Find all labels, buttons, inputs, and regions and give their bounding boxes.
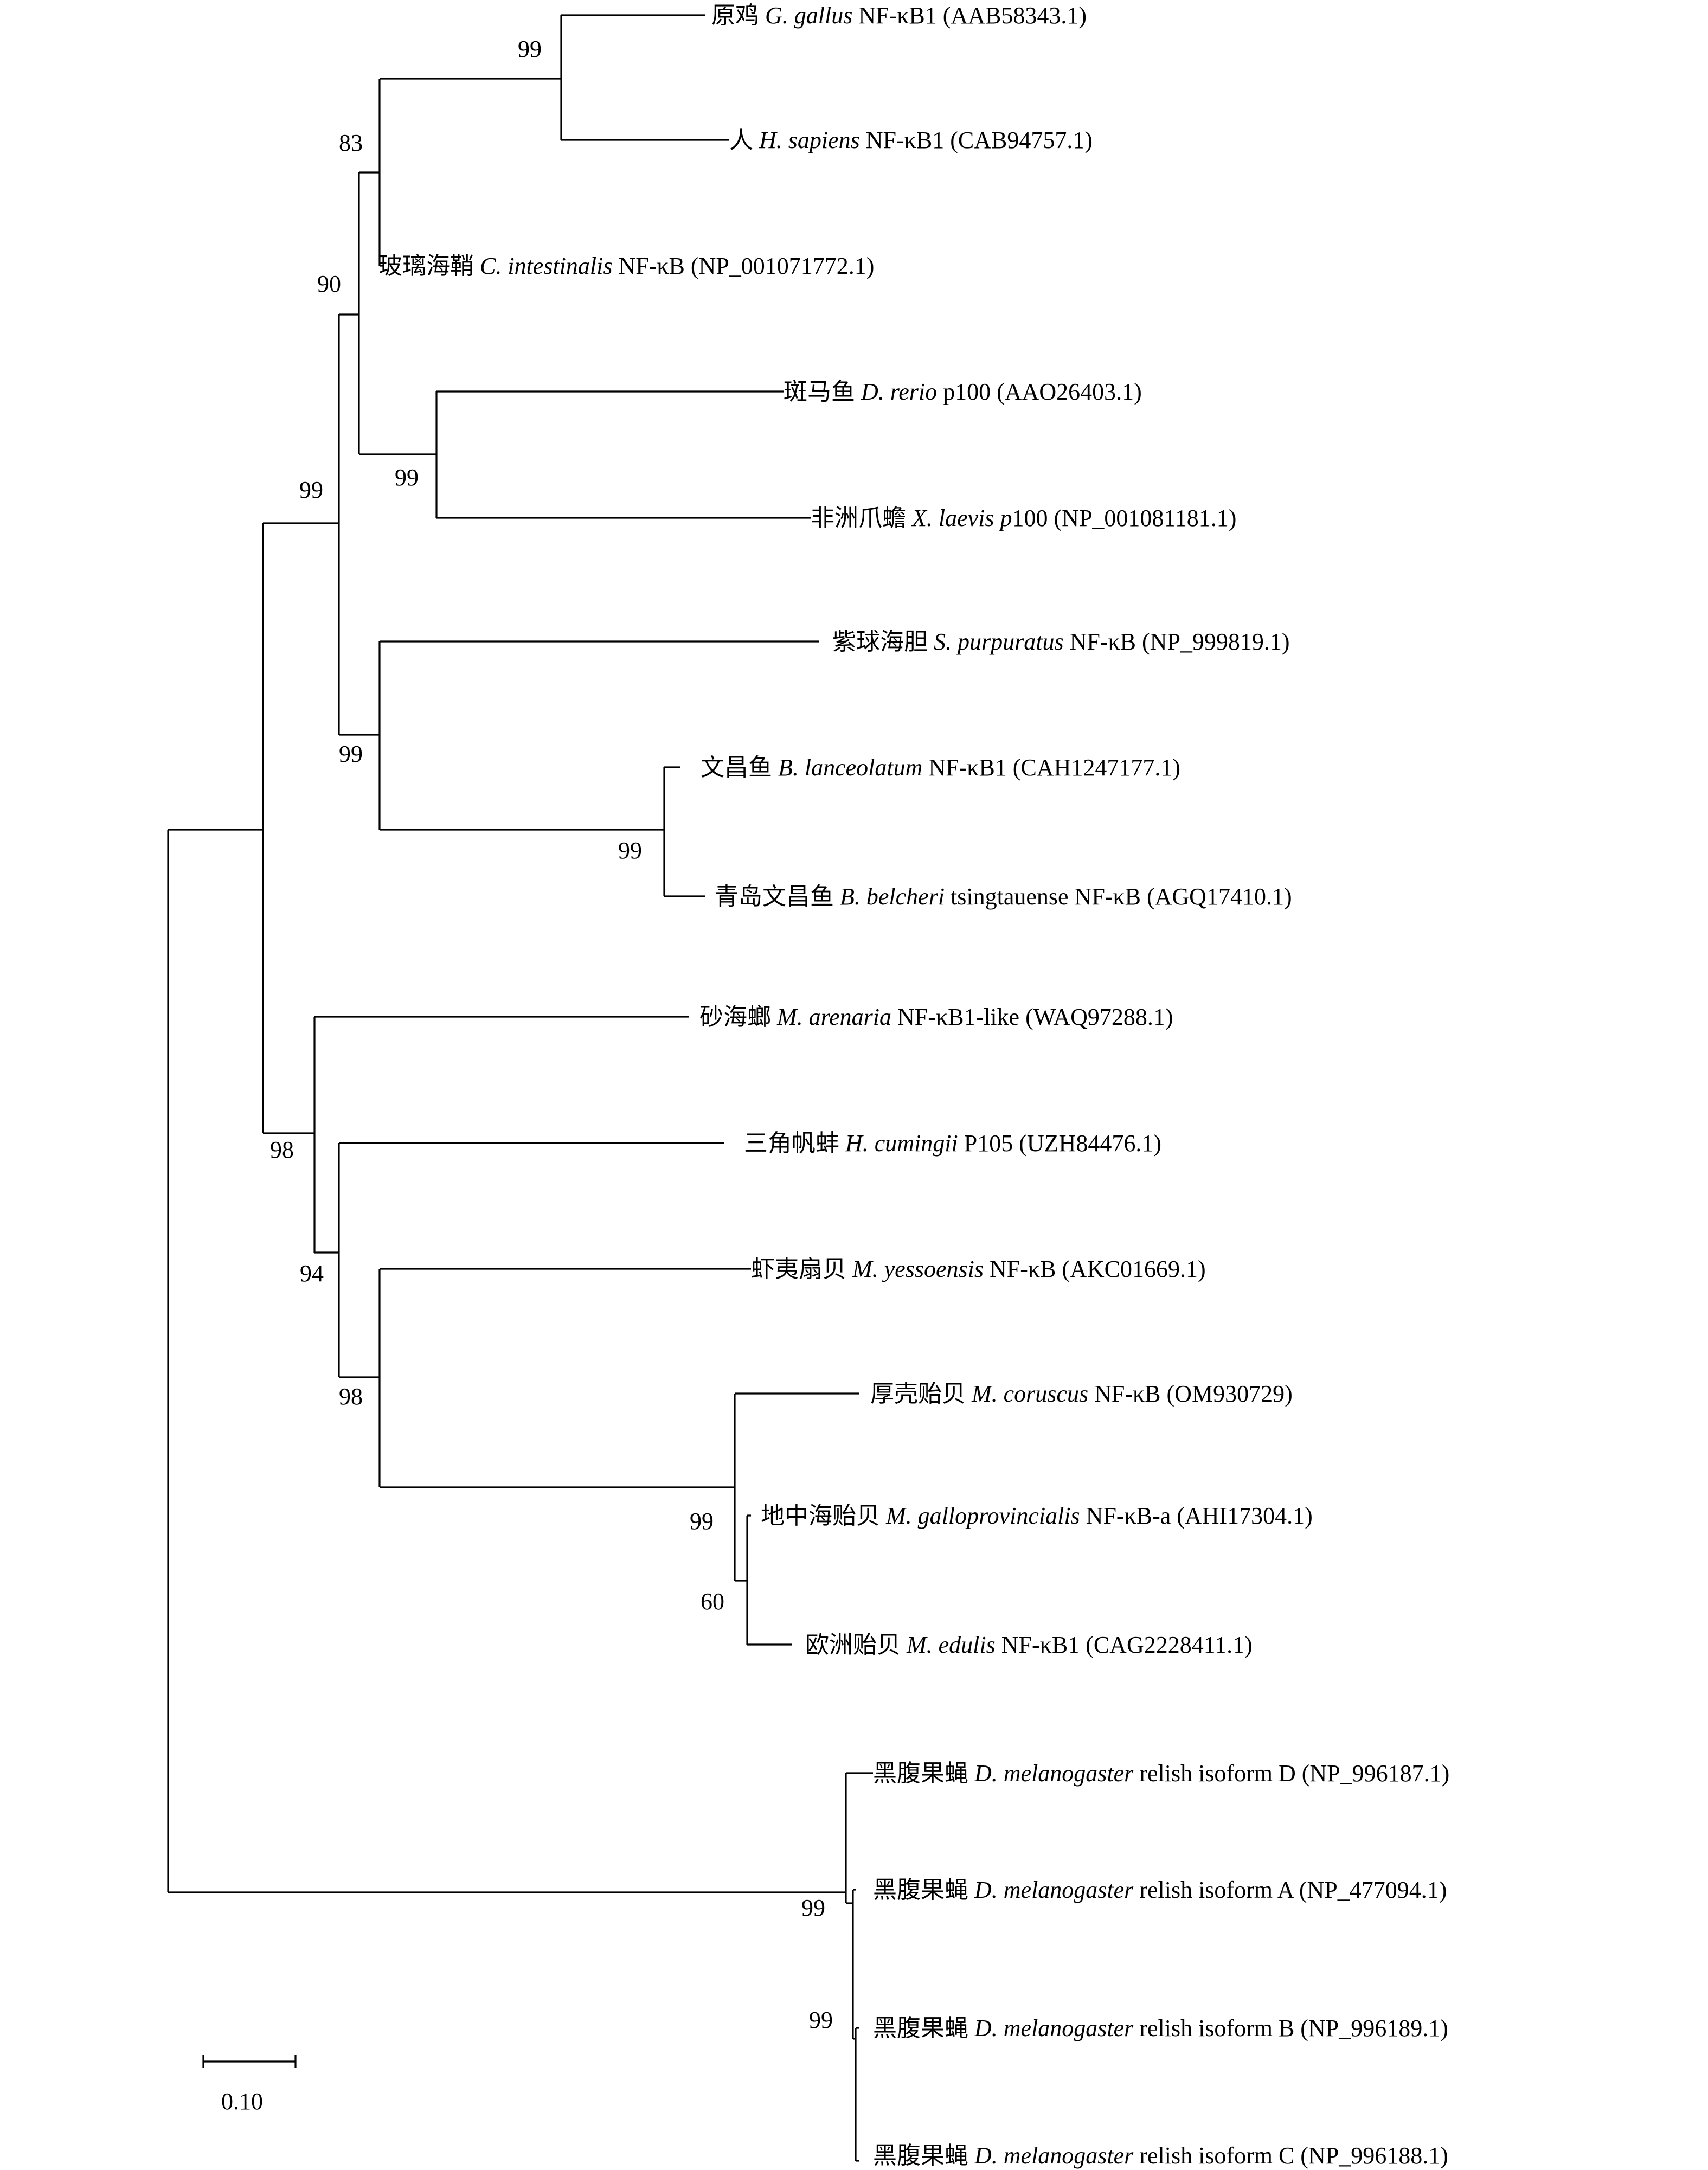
bootstrap-value: 98 — [270, 1137, 294, 1163]
taxon-label: 非洲爪蟾 X. laevis p100 (NP_001081181.1) — [811, 505, 1236, 531]
bootstrap-value: 99 — [339, 741, 363, 767]
taxon-label: 地中海贻贝 M. galloprovincialis NF-κB-a (AHI1… — [761, 1503, 1313, 1529]
bootstrap-value: 90 — [317, 271, 341, 297]
bootstrap-value: 83 — [339, 130, 363, 156]
taxon-label: 紫球海胆 S. purpuratus NF-κB (NP_999819.1) — [832, 628, 1290, 655]
taxon-label: 砂海螂 M. arenaria NF-κB1-like (WAQ97288.1) — [699, 1004, 1173, 1030]
scale-bar-label: 0.10 — [221, 2088, 263, 2115]
bootstrap-value: 94 — [300, 1260, 324, 1287]
taxon-label: 玻璃海鞘 C. intestinalis NF-κB (NP_001071772… — [378, 253, 874, 279]
taxon-label: 原鸡 G. gallus NF-κB1 (AAB58343.1) — [711, 2, 1087, 29]
taxon-label: 欧洲贻贝 M. edulis NF-κB1 (CAG2228411.1) — [805, 1632, 1253, 1658]
taxon-label: 文昌鱼 B. lanceolatum NF-κB1 (CAH1247177.1) — [701, 754, 1180, 781]
taxon-label: 人 H. sapiens NF-κB1 (CAB94757.1) — [729, 127, 1093, 153]
taxon-label: 黑腹果蝇 D. melanogaster relish isoform D (N… — [873, 1760, 1449, 1787]
taxon-label: 黑腹果蝇 D. melanogaster relish isoform C (N… — [873, 2142, 1448, 2169]
taxon-label: 黑腹果蝇 D. melanogaster relish isoform A (N… — [873, 1877, 1447, 1903]
bootstrap-value: 99 — [801, 1895, 825, 1921]
taxon-label: 青岛文昌鱼 B. belcheri tsingtauense NF-κB (AG… — [715, 883, 1292, 910]
taxon-label: 黑腹果蝇 D. melanogaster relish isoform B (N… — [873, 2015, 1448, 2041]
tree-branches — [167, 14, 873, 2162]
taxon-label: 虾夷扇贝 M. yessoensis NF-κB (AKC01669.1) — [751, 1256, 1206, 1282]
bootstrap-value: 99 — [809, 2007, 833, 2033]
bootstrap-value: 99 — [299, 477, 323, 503]
taxon-label: 斑马鱼 D. rerio p100 (AAO26403.1) — [784, 378, 1142, 405]
taxon-label: 厚壳贻贝 M. coruscus NF-κB (OM930729) — [870, 1381, 1293, 1407]
taxon-labels: 原鸡 G. gallus NF-κB1 (AAB58343.1) 人 H. sa… — [378, 2, 1449, 2169]
bootstrap-value: 99 — [518, 36, 542, 62]
bootstrap-value: 99 — [690, 1508, 714, 1535]
bootstrap-values: 99 83 90 99 99 99 99 98 94 98 99 60 99 9… — [270, 36, 833, 2033]
bootstrap-value: 99 — [618, 837, 642, 864]
taxon-label: 三角帆蚌 H. cumingii P105 (UZH84476.1) — [744, 1130, 1161, 1157]
bootstrap-value: 98 — [339, 1383, 363, 1410]
bootstrap-value: 99 — [395, 464, 419, 491]
bootstrap-value: 60 — [701, 1588, 724, 1615]
